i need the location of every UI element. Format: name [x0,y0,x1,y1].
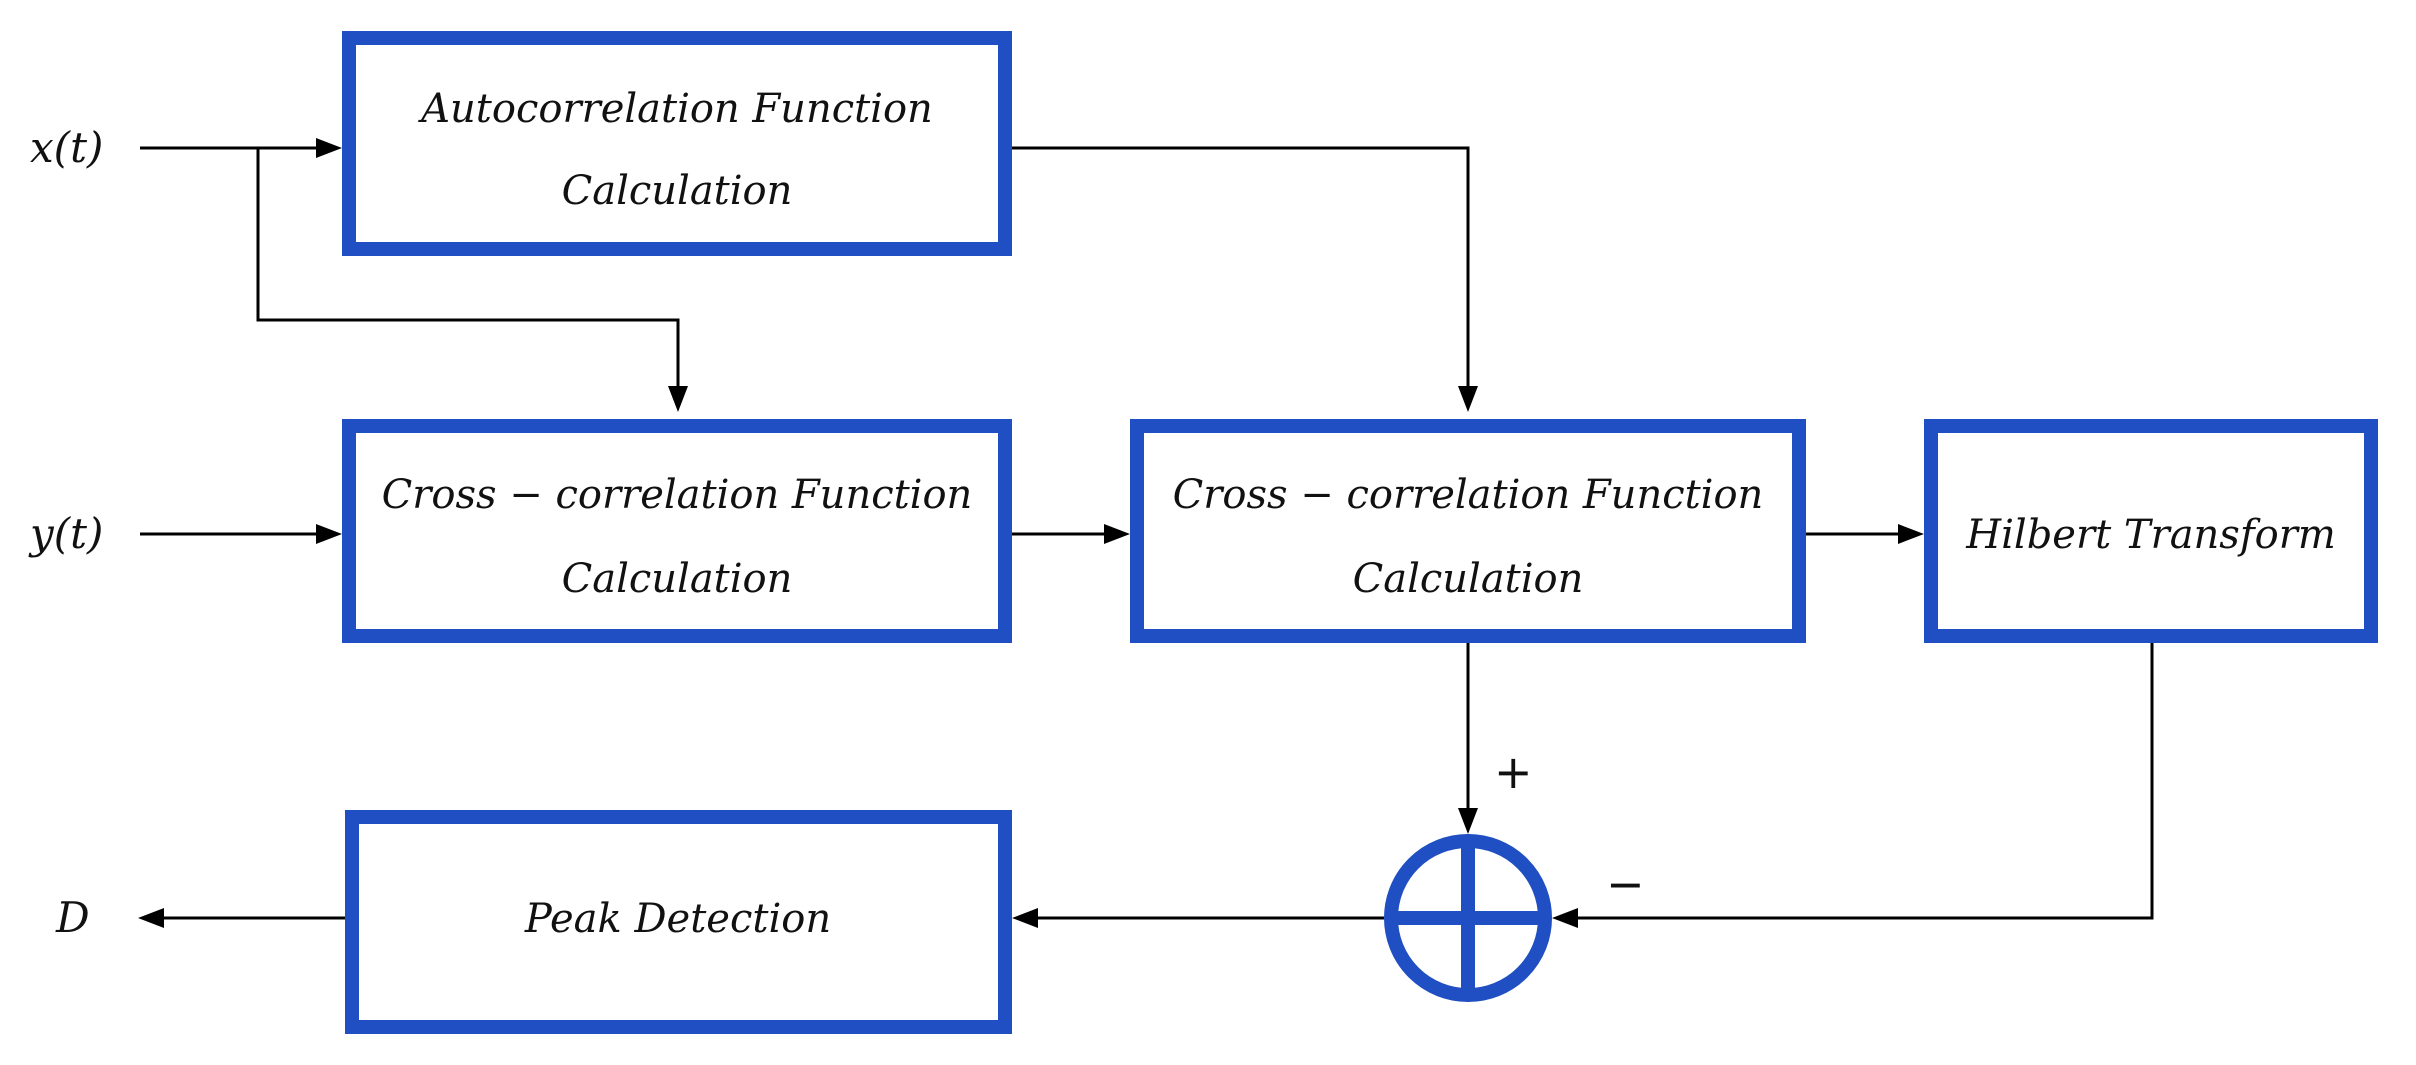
arrow-peak-detection-to-output [138,908,164,928]
arrow-crosscorr-2-to-sum [1458,808,1478,834]
cross-correlation-block-1: Cross − correlation Function Calculation [342,419,1012,643]
autocorrelation-block: Autocorrelation Function Calculation [342,31,1012,256]
input-label-y: y(t) [28,509,103,558]
cross-correlation-2-line1: Cross − correlation Function [1173,472,1764,518]
cross-correlation-1-line1: Cross − correlation Function [382,472,973,518]
arrow-autocorrelation-to-crosscorr-2 [1458,386,1478,412]
cross-correlation-2-line2: Calculation [1353,556,1584,602]
peak-detection-block: Peak Detection [345,810,1012,1034]
autocorrelation-line2: Calculation [562,168,793,214]
summing-junction [1384,834,1552,1002]
hilbert-transform-block: Hilbert Transform [1924,419,2378,643]
cross-correlation-1-line2: Calculation [562,556,793,602]
arrow-x-to-autocorrelation [316,138,342,158]
plus-sign-label: + [1494,745,1533,799]
autocorrelation-line1: Autocorrelation Function [417,86,933,132]
arrow-x-branch-to-crosscorr-1 [668,386,688,412]
cross-correlation-block-2: Cross − correlation Function Calculation [1130,419,1806,643]
wires [138,138,2154,928]
output-label-d: D [55,893,90,942]
arrow-crosscorr-2-to-hilbert [1898,524,1924,544]
minus-sign-label: − [1606,857,1645,911]
wire-hilbert-to-sum [1576,642,2154,920]
input-label-x: x(t) [30,123,103,172]
peak-detection-label: Peak Detection [524,896,831,942]
arrow-y-to-crosscorr-1 [316,524,342,544]
arrow-hilbert-to-sum [1552,908,1578,928]
wire-x-branch-to-crosscorr-1 [256,148,680,386]
wire-autocorrelation-to-crosscorr-2 [1012,146,1470,386]
hilbert-transform-label: Hilbert Transform [1965,512,2336,558]
arrow-crosscorr-1-to-crosscorr-2 [1104,524,1130,544]
arrow-sum-to-peak-detection [1012,908,1038,928]
